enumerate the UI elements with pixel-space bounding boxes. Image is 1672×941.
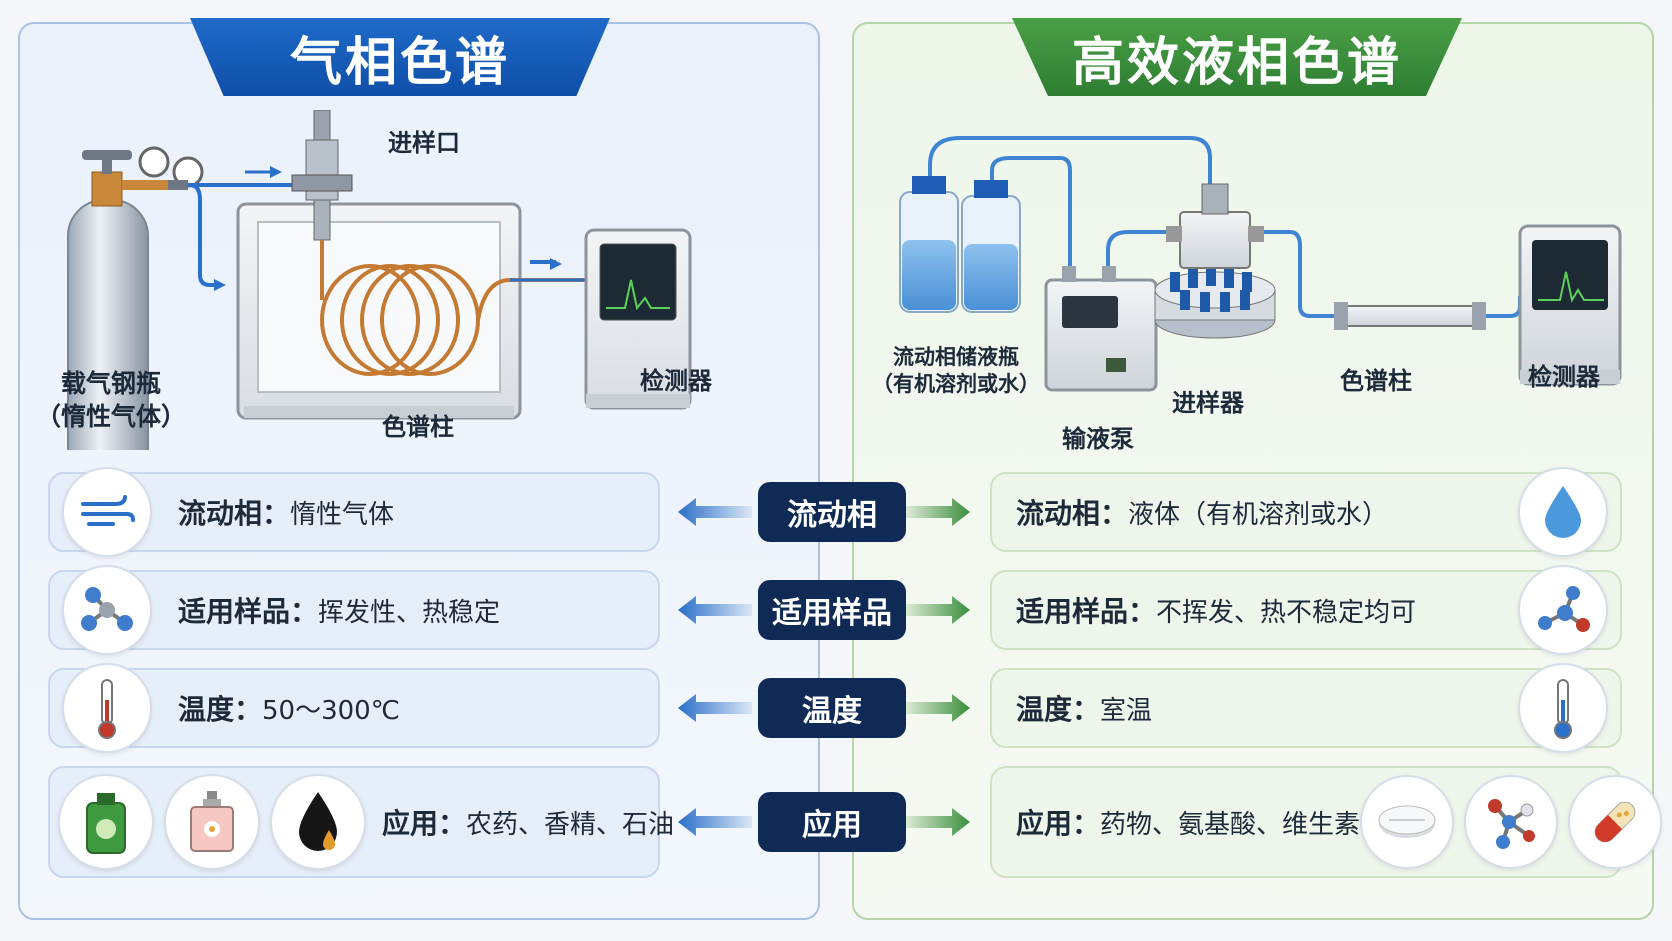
gc-row-key: 应用： xyxy=(382,807,467,840)
amino-acid-molecule-icon xyxy=(1464,775,1559,869)
gc-row-value: 50～300℃ xyxy=(262,696,400,726)
hplc-row-value: 药物、氨基酸、维生素 xyxy=(1100,810,1361,840)
center-label-mobile-phase: 流动相 xyxy=(758,482,906,542)
hplc-reservoir-label-line2: （有机溶剂或水） xyxy=(872,372,1040,397)
hplc-row-mobile-phase: 流动相：液体（有机溶剂或水） xyxy=(990,467,1622,557)
gc-cylinder-label-line1: 载气钢瓶 xyxy=(61,369,162,398)
gc-inlet-label: 进样口 xyxy=(388,129,460,157)
gas-line xyxy=(188,183,295,287)
hplc-row-temperature: 温度：室温 xyxy=(990,663,1622,753)
gas-cylinder-icon xyxy=(67,146,204,450)
hplc-row-value: 液体（有机溶剂或水） xyxy=(1128,500,1389,530)
hplc-reservoir-label: 流动相储液瓶 （有机溶剂或水） xyxy=(872,344,1040,399)
center-label-samples: 适用样品 xyxy=(758,580,906,640)
detector-icon xyxy=(584,228,692,410)
wind-icon xyxy=(62,467,152,557)
perfume-bottle-icon xyxy=(164,774,260,870)
gc-title: 气相色谱 xyxy=(190,18,610,96)
gc-column-label: 色谱柱 xyxy=(382,413,454,441)
gc-apparatus xyxy=(67,110,692,450)
hplc-row-key: 适用样品： xyxy=(1016,595,1157,628)
gc-row-samples: 适用样品：挥发性、热稳定 xyxy=(48,565,660,655)
gc-row-key: 温度： xyxy=(178,693,263,726)
pill-tablet-icon xyxy=(1360,775,1455,869)
hplc-injector-label: 进样器 xyxy=(1172,389,1244,417)
gc-row-value: 惰性气体 xyxy=(290,500,395,530)
injection-port-icon xyxy=(291,110,353,241)
comparison-arrows xyxy=(678,498,970,836)
reservoir-bottle-icon xyxy=(899,176,1021,313)
hplc-row-key: 流动相： xyxy=(1016,497,1129,530)
hplc-reservoir-label-line1: 流动相储液瓶 xyxy=(893,345,1019,369)
thermometer-icon xyxy=(62,663,152,753)
left-arrow-icon xyxy=(678,498,752,836)
vitamin-capsule-icon xyxy=(1568,775,1663,869)
hplc-apparatus xyxy=(899,136,1622,392)
gc-cylinder-label-line2: （惰性气体） xyxy=(36,401,187,431)
hplc-column-icon xyxy=(1334,302,1486,330)
hplc-row-value: 不挥发、热不稳定均可 xyxy=(1156,598,1417,628)
molecule-icon xyxy=(1518,565,1608,655)
water-drop-icon xyxy=(1518,467,1608,557)
right-arrow-icon xyxy=(906,498,970,836)
oil-drop-icon xyxy=(270,774,366,870)
gc-row-value: 农药、香精、石油 xyxy=(466,810,675,840)
hplc-row-key: 应用： xyxy=(1016,807,1101,840)
center-label-applications: 应用 xyxy=(758,792,906,852)
injector-icon xyxy=(1154,183,1276,339)
molecule-icon xyxy=(62,565,152,655)
gc-row-temperature: 温度：50～300℃ xyxy=(48,663,660,753)
gc-cylinder-label: 载气钢瓶 （惰性气体） xyxy=(36,368,186,433)
gc-row-value: 挥发性、热稳定 xyxy=(318,598,501,628)
gc-column-coil xyxy=(320,240,590,376)
hplc-detector-icon xyxy=(1518,224,1622,386)
hplc-row-applications: 应用：药物、氨基酸、维生素 xyxy=(990,766,1663,878)
gc-row-applications: 应用：农药、香精、石油 xyxy=(48,766,674,878)
hplc-column-label: 色谱柱 xyxy=(1340,367,1412,395)
column-oven xyxy=(236,202,522,420)
hplc-pump-label: 输液泵 xyxy=(1062,425,1134,453)
hplc-row-key: 温度： xyxy=(1016,693,1101,726)
hplc-row-value: 室温 xyxy=(1100,696,1153,726)
hplc-title: 高效液相色谱 xyxy=(1012,18,1462,96)
pump-icon xyxy=(1044,266,1158,392)
thermometer-icon xyxy=(1518,663,1608,753)
gc-row-mobile-phase: 流动相：惰性气体 xyxy=(48,467,660,557)
hplc-row-samples: 适用样品：不挥发、热不稳定均可 xyxy=(990,565,1622,655)
gc-row-key: 适用样品： xyxy=(178,595,319,628)
hplc-detector-label: 检测器 xyxy=(1528,363,1600,391)
pesticide-bottle-icon xyxy=(58,774,154,870)
gc-row-key: 流动相： xyxy=(178,497,291,530)
center-label-temperature: 温度 xyxy=(758,678,906,738)
gc-detector-label: 检测器 xyxy=(640,367,712,395)
